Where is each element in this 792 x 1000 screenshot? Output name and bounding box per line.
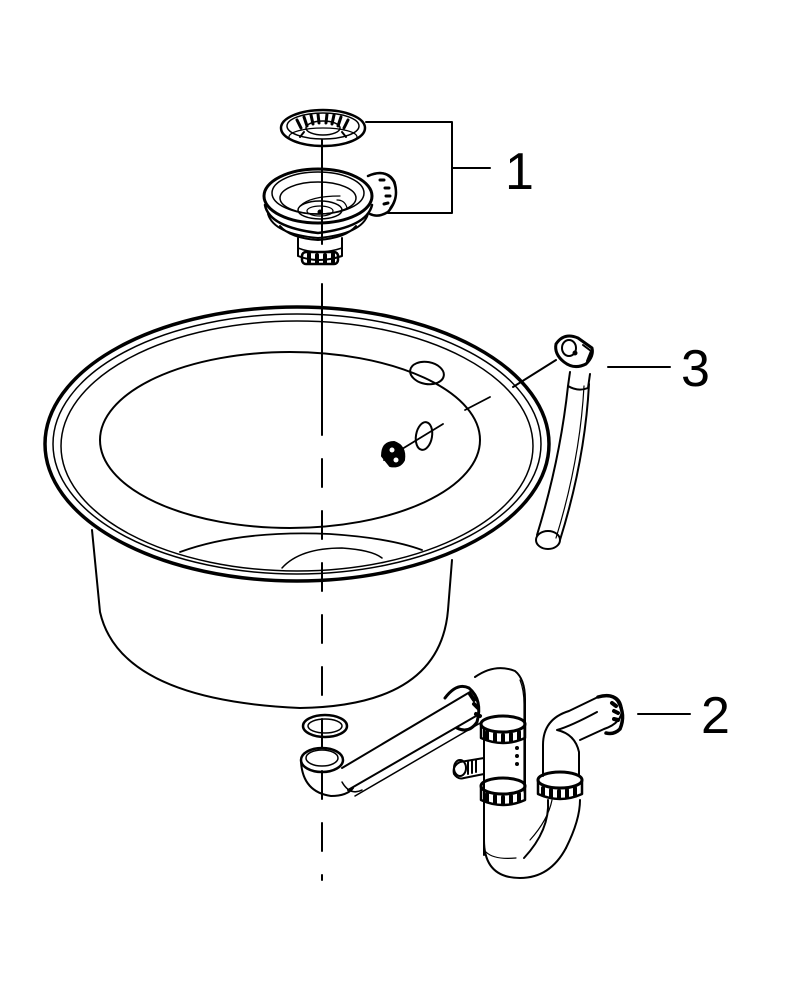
siphon-trap-icon — [299, 667, 625, 879]
sink-bowl-icon — [43, 305, 551, 709]
callout-1-leader — [365, 121, 491, 214]
callout-number-3: 3 — [681, 340, 710, 398]
strainer-waste-body-icon — [262, 167, 398, 266]
callout-number-1: 1 — [505, 143, 534, 201]
overflow-hose-icon — [512, 334, 594, 550]
callout-number-2: 2 — [701, 687, 730, 745]
